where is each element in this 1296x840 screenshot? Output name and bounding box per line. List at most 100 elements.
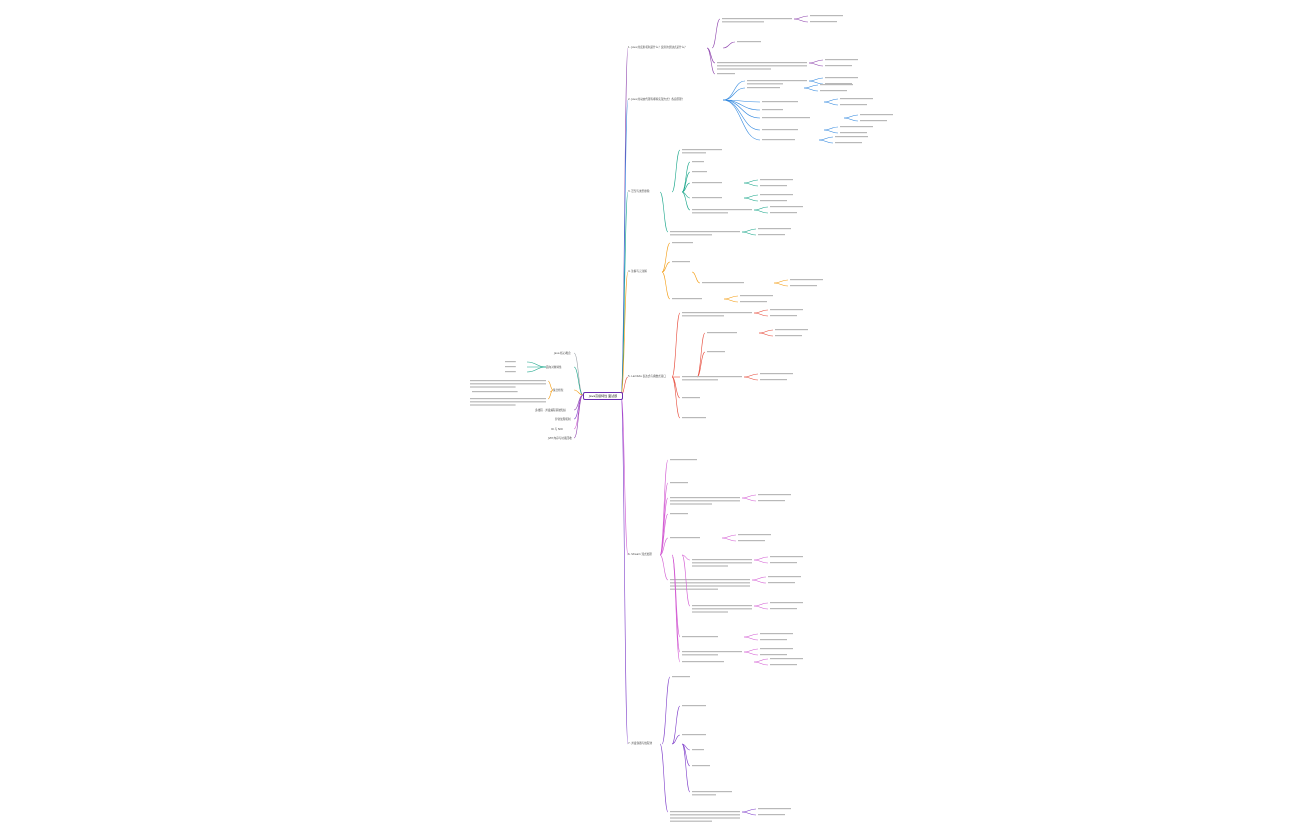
leaf-text-line (760, 179, 793, 181)
leaf-text-line (717, 62, 807, 64)
leaf-text-line (670, 579, 750, 581)
leaf-text-line (505, 361, 516, 363)
connector-30 (823, 98, 839, 103)
connector-17 (722, 41, 736, 49)
leaf-text-line (682, 654, 718, 656)
connector-36 (722, 99, 761, 131)
connector-68 (671, 312, 681, 378)
connector-41 (818, 139, 834, 144)
leaf-text-line (682, 636, 718, 638)
branch-node-5[interactable]: 5. Lambda 表达式与函数式接口 (628, 375, 666, 378)
leaf-text-line (770, 664, 797, 666)
leaf-text-line (760, 185, 787, 187)
leaf-text-line (670, 582, 750, 584)
connector-28 (803, 87, 819, 92)
connector-73 (758, 332, 774, 337)
leaf-text-line (738, 540, 765, 542)
branch-node-7[interactable]: 7. 并发容器与线程池 (628, 742, 653, 745)
leaf-text-line (682, 315, 724, 317)
connector-24 (808, 77, 824, 82)
connector-60 (661, 261, 671, 273)
connector-19 (808, 59, 824, 64)
leaf-text-line (825, 77, 858, 79)
leaf-text-line (670, 459, 697, 461)
leaf-text-line (810, 15, 843, 17)
leaf-text-line (825, 83, 852, 85)
connector-80 (620, 394, 629, 556)
connector-81 (659, 459, 669, 556)
leaf-text-line (672, 298, 702, 300)
connector-5 (573, 394, 584, 430)
connector-6 (573, 394, 584, 439)
leaf-text-line (722, 18, 792, 20)
connector-14 (711, 18, 721, 49)
leaf-text-line (670, 820, 712, 822)
connector-77 (743, 376, 759, 381)
leaf-text-line (672, 261, 690, 263)
connector-106 (753, 658, 769, 663)
leaf-text-line (762, 129, 798, 131)
leaf-text-line (768, 582, 795, 584)
leaf-text-line (760, 633, 793, 635)
connector-9 (526, 366, 547, 373)
leaf-text-line (790, 279, 823, 281)
leaf-text-line (692, 611, 728, 613)
connector-59 (661, 242, 671, 273)
left-node-3[interactable]: 集合框架 (553, 389, 564, 392)
leaf-text-line (682, 651, 742, 653)
connector-71 (696, 332, 706, 378)
leaf-text-line (470, 398, 546, 400)
leaf-text-line (760, 373, 793, 375)
leaf-text-line (740, 301, 767, 303)
leaf-text-line (737, 41, 761, 43)
connector-86 (659, 513, 669, 556)
leaf-text-line (758, 500, 785, 502)
left-node-4[interactable]: 多线程 · 并发编程基础知识 (535, 409, 567, 412)
left-node-5[interactable]: 异常处理机制 (555, 418, 571, 421)
connector-39 (722, 99, 761, 141)
leaf-text-line (692, 171, 707, 173)
branch-node-4[interactable]: 4. 注解与元注解 (628, 270, 647, 273)
leaf-text-line (747, 87, 780, 89)
connector-50 (743, 194, 759, 199)
connector-20 (808, 62, 824, 67)
leaf-text-line (505, 371, 516, 373)
leaf-text-line (670, 817, 740, 819)
leaf-text-line (672, 676, 690, 678)
leaf-text-line (760, 200, 787, 202)
leaf-text-line (670, 482, 688, 484)
connector-48 (743, 182, 759, 187)
leaf-text-line (692, 605, 752, 607)
leaf-text-line (760, 654, 787, 656)
branch-node-2[interactable]: 2. Java 的动态代理有哪些实现方式？各自原理？ (628, 98, 685, 101)
connector-43 (671, 149, 681, 193)
connector-37 (823, 126, 839, 131)
connector-82 (659, 482, 669, 556)
connector-104 (743, 651, 759, 656)
left-node-6[interactable]: IO 与 NIO (551, 428, 563, 431)
branch-node-3[interactable]: 3. 泛型与类型擦除 (628, 190, 650, 193)
left-node-1[interactable]: Java 核心概念 (554, 352, 571, 355)
connector-98 (753, 605, 769, 610)
leaf-text-line (775, 329, 808, 331)
root-node[interactable]: Java高级特性 面试题 (583, 392, 623, 400)
connector-63 (773, 282, 789, 287)
left-node-2[interactable]: 面向对象特性 (546, 366, 562, 369)
connector-51 (743, 197, 759, 202)
connector-47 (743, 179, 759, 184)
leaf-text-line (740, 295, 773, 297)
connector-52 (681, 191, 691, 211)
connector-38 (823, 129, 839, 134)
leaf-text-line (810, 21, 837, 23)
leaf-text-line (692, 559, 752, 561)
connector-88 (721, 534, 737, 539)
branch-node-1[interactable]: 1. Java 的反射机制是什么？反射的优缺点是什么？ (628, 46, 687, 49)
leaf-text-line (760, 648, 793, 650)
branch-node-6[interactable]: 6. Stream 流式处理 (628, 553, 652, 556)
leaf-text-line (820, 84, 853, 86)
leaf-text-line (702, 282, 744, 284)
connector-55 (659, 191, 669, 233)
connector-108 (620, 394, 629, 745)
left-node-7[interactable]: JVM 内存与垃圾回收 (548, 437, 572, 440)
leaf-text-line (707, 351, 725, 353)
